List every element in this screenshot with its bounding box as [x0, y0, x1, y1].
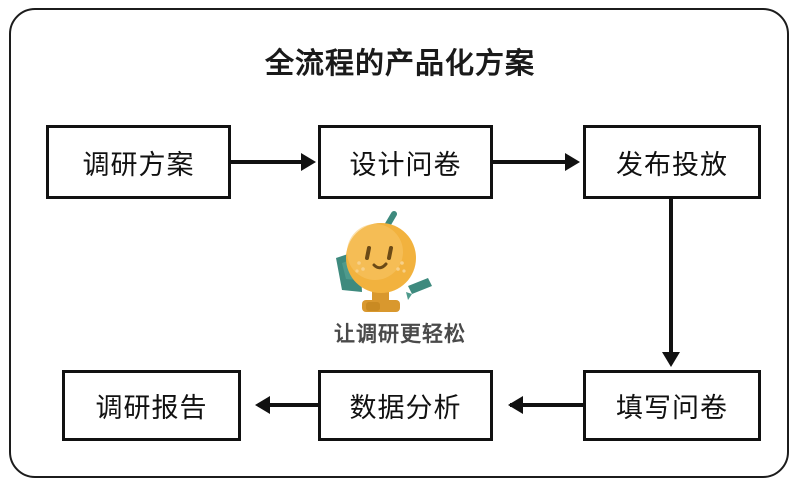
orange-mascot-icon: [312, 208, 452, 318]
flow-node-publish[interactable]: 发布投放: [583, 125, 761, 199]
arrow-head-left-icon: [255, 396, 270, 414]
arrow-publish-to-fill: [669, 199, 673, 354]
arrow-head-right-icon: [301, 153, 316, 171]
arrow-head-left-icon: [508, 396, 523, 414]
flow-node-analysis[interactable]: 数据分析: [318, 370, 493, 441]
flow-node-plan[interactable]: 调研方案: [46, 125, 231, 199]
arrow-head-down-icon: [662, 352, 680, 367]
flow-node-design[interactable]: 设计问卷: [318, 125, 493, 199]
brand-tagline: 让调研更轻松: [334, 323, 466, 346]
flow-node-fill[interactable]: 填写问卷: [583, 370, 761, 441]
page-title: 全流程的产品化方案: [264, 48, 535, 80]
arrow-head-right-icon: [565, 153, 580, 171]
arrow-plan-to-design: [231, 160, 303, 164]
arrow-design-to-publish: [493, 160, 566, 164]
arrow-analysis-to-report: [258, 403, 319, 407]
arrow-fill-to-analysis: [510, 403, 584, 407]
flow-node-report[interactable]: 调研报告: [62, 370, 241, 441]
